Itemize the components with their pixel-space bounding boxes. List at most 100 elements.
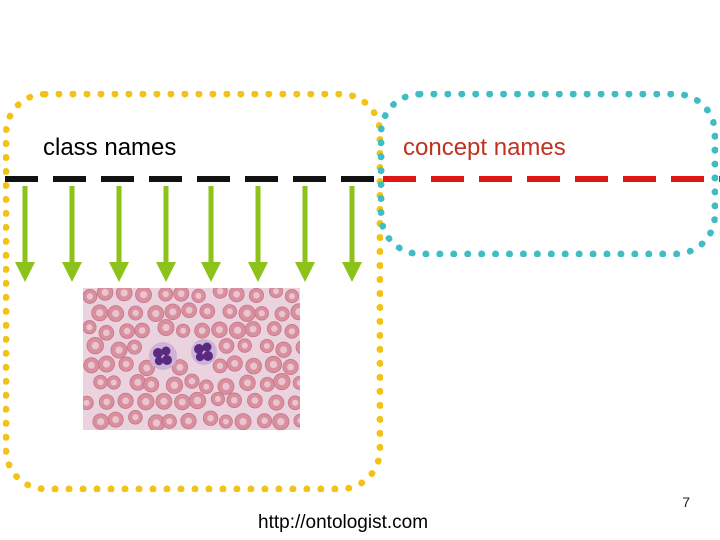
red-blood-cell-center [223, 342, 230, 350]
red-blood-cell-center [278, 377, 286, 386]
red-blood-cell-center [198, 327, 206, 335]
blood-smear-image [83, 288, 300, 430]
red-blood-cell-center [87, 361, 95, 369]
red-blood-cell-center [269, 360, 278, 369]
red-blood-cell-center [222, 382, 230, 391]
red-blood-cell-center [193, 396, 202, 405]
concept-names-box [378, 91, 718, 257]
red-blood-cell-center [96, 309, 104, 317]
red-blood-cell-center [138, 327, 146, 334]
red-blood-cell-center [287, 363, 294, 371]
red-blood-cell-center [239, 418, 247, 426]
red-blood-cell-center [241, 342, 248, 349]
red-blood-cell-center [271, 325, 278, 332]
white-blood-cell [191, 339, 217, 365]
red-blood-cell-center [162, 290, 169, 298]
red-blood-cell-center [280, 346, 288, 354]
red-blood-cell-center [131, 343, 138, 351]
red-blood-cell-center [120, 289, 128, 297]
red-blood-cell-center [203, 383, 210, 390]
red-blood-cell [293, 413, 300, 428]
red-blood-cell-center [263, 343, 270, 349]
red-blood-cell-center [142, 398, 150, 406]
concept-names-dashed-line [383, 176, 720, 182]
red-blood-cell-center [231, 359, 239, 367]
down-arrow-icon [62, 186, 82, 282]
red-blood-cell-center [132, 414, 139, 421]
class-names-label: class names [43, 134, 177, 161]
red-blood-cell-center [207, 414, 214, 422]
red-blood-cell-center [261, 417, 268, 425]
red-blood-cell-center [253, 292, 260, 299]
red-blood-cell-center [122, 360, 130, 368]
red-blood-cell-center [112, 310, 120, 318]
red-blood-cell-center [226, 308, 233, 315]
red-blood-cell-center [86, 324, 93, 331]
red-blood-cell-center [292, 399, 299, 406]
red-blood-cell-center [178, 398, 186, 406]
white-blood-cell [149, 342, 177, 370]
red-blood-cell-center [203, 307, 211, 315]
red-blood-cell-center [288, 328, 295, 335]
red-blood-cell-center [101, 288, 109, 296]
red-blood-cell-center [277, 417, 285, 426]
red-blood-cell-center [102, 360, 111, 368]
red-blood-cell-center [195, 292, 202, 299]
down-arrow-icon [201, 186, 221, 282]
red-blood-cell-center [134, 378, 142, 386]
red-blood-cell-center [97, 418, 105, 426]
red-blood-cell-center [215, 326, 223, 334]
nucleus-lobe [162, 355, 172, 365]
red-blood-cell-center [169, 308, 177, 316]
red-blood-cell-center [103, 329, 110, 337]
red-blood-cell-center [147, 381, 155, 388]
red-blood-cell-center [170, 381, 179, 389]
red-blood-cell-center [112, 416, 120, 423]
nucleus-lobe [161, 346, 171, 356]
nucleus-lobe [195, 352, 205, 362]
red-blood-cell-center [288, 293, 295, 300]
red-blood-cell-center [273, 288, 280, 295]
red-blood-cell-center [103, 398, 111, 406]
page-number: 7 [682, 494, 690, 510]
red-blood-cell-center [295, 308, 300, 316]
red-blood-cell-center [83, 399, 90, 406]
red-blood-cell-center [160, 397, 168, 405]
red-blood-cell-center [180, 327, 187, 334]
red-blood-cell-center [115, 346, 123, 354]
class-names-box [3, 91, 383, 492]
red-blood-cell-center [243, 309, 251, 317]
red-blood-cell-center [250, 362, 258, 370]
down-arrow-icon [342, 186, 362, 282]
red-blood-cell-center [214, 396, 221, 403]
red-blood-cell-center [143, 364, 151, 372]
red-blood-cell-center [222, 418, 229, 425]
red-blood-cell-center [249, 325, 257, 333]
red-blood-cell-center [122, 397, 130, 405]
red-blood-cell-center [86, 293, 94, 300]
class-names-dashed-line [5, 176, 381, 182]
nucleus-lobe [153, 348, 163, 358]
red-blood-cell-center [166, 418, 173, 425]
red-blood-cell-center [216, 362, 224, 370]
red-blood-cell-center [251, 397, 259, 404]
red-blood-cell-center [162, 323, 170, 332]
red-blood-cell-center [297, 417, 300, 424]
red-blood-cell-center [296, 379, 300, 386]
red-blood-cell-center [185, 306, 193, 314]
down-arrow-icon [248, 186, 268, 282]
red-blood-cell [292, 375, 300, 390]
nucleus-lobe [202, 342, 212, 352]
red-blood-cell-center [91, 341, 99, 350]
red-blood-cell-center [176, 363, 184, 371]
red-blood-cell-center [185, 417, 192, 425]
red-blood-cell-center [230, 396, 238, 404]
nucleus-lobe [154, 356, 164, 366]
red-blood-cell-center [123, 327, 131, 335]
red-blood-cell-center [152, 310, 160, 318]
down-arrow-icon [109, 186, 129, 282]
red-blood-cell-center [233, 290, 241, 298]
red-blood-cell-center [278, 310, 286, 318]
down-arrow-icon [156, 186, 176, 282]
footer-url: http://ontologist.com [258, 512, 429, 533]
